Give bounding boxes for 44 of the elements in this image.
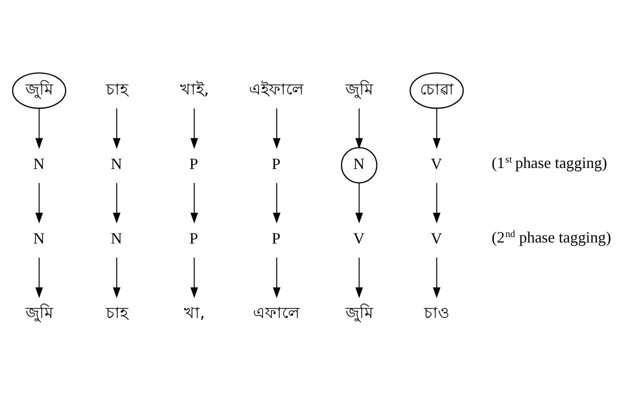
arrow [35,182,43,224]
node-text: চাও [424,303,450,322]
node-text: N [110,230,122,248]
node-circle: N [340,146,378,184]
node-text: জুমি [25,303,54,322]
node-text: এইফালে [249,79,304,98]
arrow [190,182,198,224]
node-text: P [189,156,198,173]
node-text: খা, [184,303,205,322]
arrow [35,257,43,298]
arrow [190,257,198,298]
node-text: জুমি [345,303,374,322]
node-text: V [430,230,442,248]
arrow [112,182,120,224]
arrow [432,257,440,298]
node-text: V [430,156,442,173]
arrow [112,257,120,298]
node-text: N [110,156,122,173]
arrow [355,257,363,298]
node-text: এফালে [253,303,300,322]
node-text: N [33,230,45,248]
arrow [35,108,43,149]
arrow [355,182,363,224]
arrow [272,257,280,298]
node-text: খাই, [180,79,210,98]
arrow [432,108,440,149]
arrow [432,182,440,224]
label: (2$^{nd}$ phase tagging) [492,229,612,247]
arrow [272,108,280,149]
arrow [112,108,120,149]
node-text: চাহ [106,303,128,322]
arrow [190,108,198,149]
node-text: চাহ [106,79,128,98]
arrow [272,182,280,224]
node-text: P [272,230,281,248]
node-ellipse: চোৱা [410,72,464,109]
node-text: P [189,230,198,248]
node-text: V [353,230,365,248]
label: (1$^{st}$ phase tagging) [492,154,608,172]
arrow [355,108,363,149]
node-text: N [33,156,45,173]
node-text: P [272,156,281,173]
node-ellipse: জুমি [12,72,66,109]
node-text: জুমি [345,79,374,98]
